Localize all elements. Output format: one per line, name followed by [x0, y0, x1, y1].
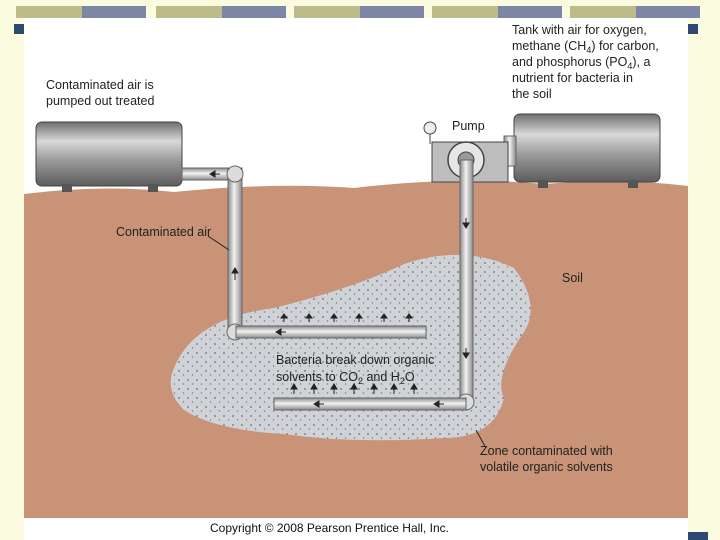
arrow-icon — [433, 400, 444, 408]
arrow-icon — [313, 400, 324, 408]
arrow-icon — [231, 267, 239, 280]
border-segment — [432, 6, 498, 18]
label-tank-1: Tank with air for oxygen, — [512, 23, 647, 37]
contaminated-zone-dots — [170, 254, 531, 441]
leader-line — [475, 429, 487, 449]
left-tank — [35, 121, 183, 187]
label-tank-4: nutrient for bacteria in — [512, 71, 633, 85]
border-segment — [636, 6, 700, 18]
label-contaminated-air: Contaminated air — [116, 225, 211, 239]
border-segment — [570, 6, 636, 18]
label-tank-5: the soil — [512, 87, 552, 101]
bioremediation-diagram: Contaminated air is pumped out treated T… — [24, 23, 688, 519]
arrow-icon — [462, 218, 470, 229]
injection-pipe-horizontal — [273, 397, 467, 411]
label-zone-2: volatile organic solvents — [480, 460, 613, 474]
border-segment — [360, 6, 424, 18]
diagram-figure: Contaminated air is pumped out treated T… — [24, 18, 688, 540]
border-segment — [294, 6, 360, 18]
border-segment — [156, 6, 222, 18]
flow-arrows — [209, 170, 470, 408]
border-segment — [16, 6, 82, 18]
label-bacteria-2: solvents to CO2 and H2O — [276, 370, 415, 386]
arrow-icon — [462, 348, 470, 359]
border-segment — [222, 6, 286, 18]
outlet-pipe-vertical — [227, 167, 243, 333]
pipe-elbow — [226, 165, 244, 183]
arrow-icon — [209, 170, 220, 178]
border-segment — [82, 6, 146, 18]
leader-line — [207, 235, 230, 251]
tank-foot — [628, 180, 638, 188]
copyright-notice: Copyright © 2008 Pearson Prentice Hall, … — [210, 521, 449, 535]
label-tank-2: methane (CH4) for carbon, — [512, 39, 659, 55]
border-square-icon — [682, 532, 708, 540]
label-outlet-2: pumped out treated — [46, 94, 154, 108]
tank-foot — [538, 180, 548, 188]
label-soil: Soil — [562, 271, 583, 285]
upward-arrows — [280, 313, 418, 394]
right-tank — [513, 113, 661, 183]
label-pump: Pump — [452, 119, 485, 133]
collection-pipe — [235, 325, 427, 339]
tank-foot — [148, 184, 158, 192]
arrow-icon — [275, 328, 286, 336]
slide-top-border — [16, 6, 706, 20]
label-zone-1: Zone contaminated with — [480, 444, 613, 458]
border-square-icon — [688, 24, 698, 34]
label-tank-3: and phosphorus (PO4), a — [512, 55, 650, 71]
tank-foot — [62, 184, 72, 192]
pressure-gauge-icon — [423, 121, 437, 135]
label-bacteria-1: Bacteria break down organic — [276, 353, 434, 367]
border-segment — [498, 6, 562, 18]
label-outlet-1: Contaminated air is — [46, 78, 154, 92]
injection-pipe-vertical — [459, 159, 474, 403]
border-square-icon — [14, 24, 24, 34]
